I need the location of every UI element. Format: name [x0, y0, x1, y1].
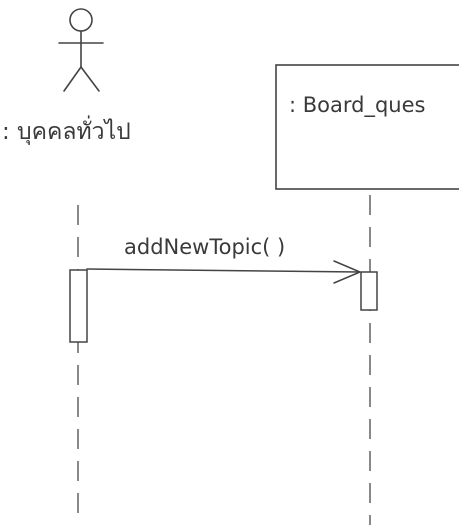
message-label: addNewTopic( ) [124, 235, 285, 259]
actor-label: : บุคคลทั่วไป [2, 115, 131, 145]
actor-head [69, 8, 93, 32]
actor-activation-bar [69, 269, 88, 343]
actor-right-leg [80, 66, 100, 92]
object-label: : Board_ques [289, 93, 425, 118]
object-box [275, 64, 459, 190]
actor-figure [58, 8, 104, 92]
message-arrow [86, 260, 362, 284]
object-activation-bar [360, 271, 378, 311]
message-line [86, 268, 361, 273]
message-arrowhead [333, 260, 362, 284]
actor-left-leg [63, 66, 82, 92]
